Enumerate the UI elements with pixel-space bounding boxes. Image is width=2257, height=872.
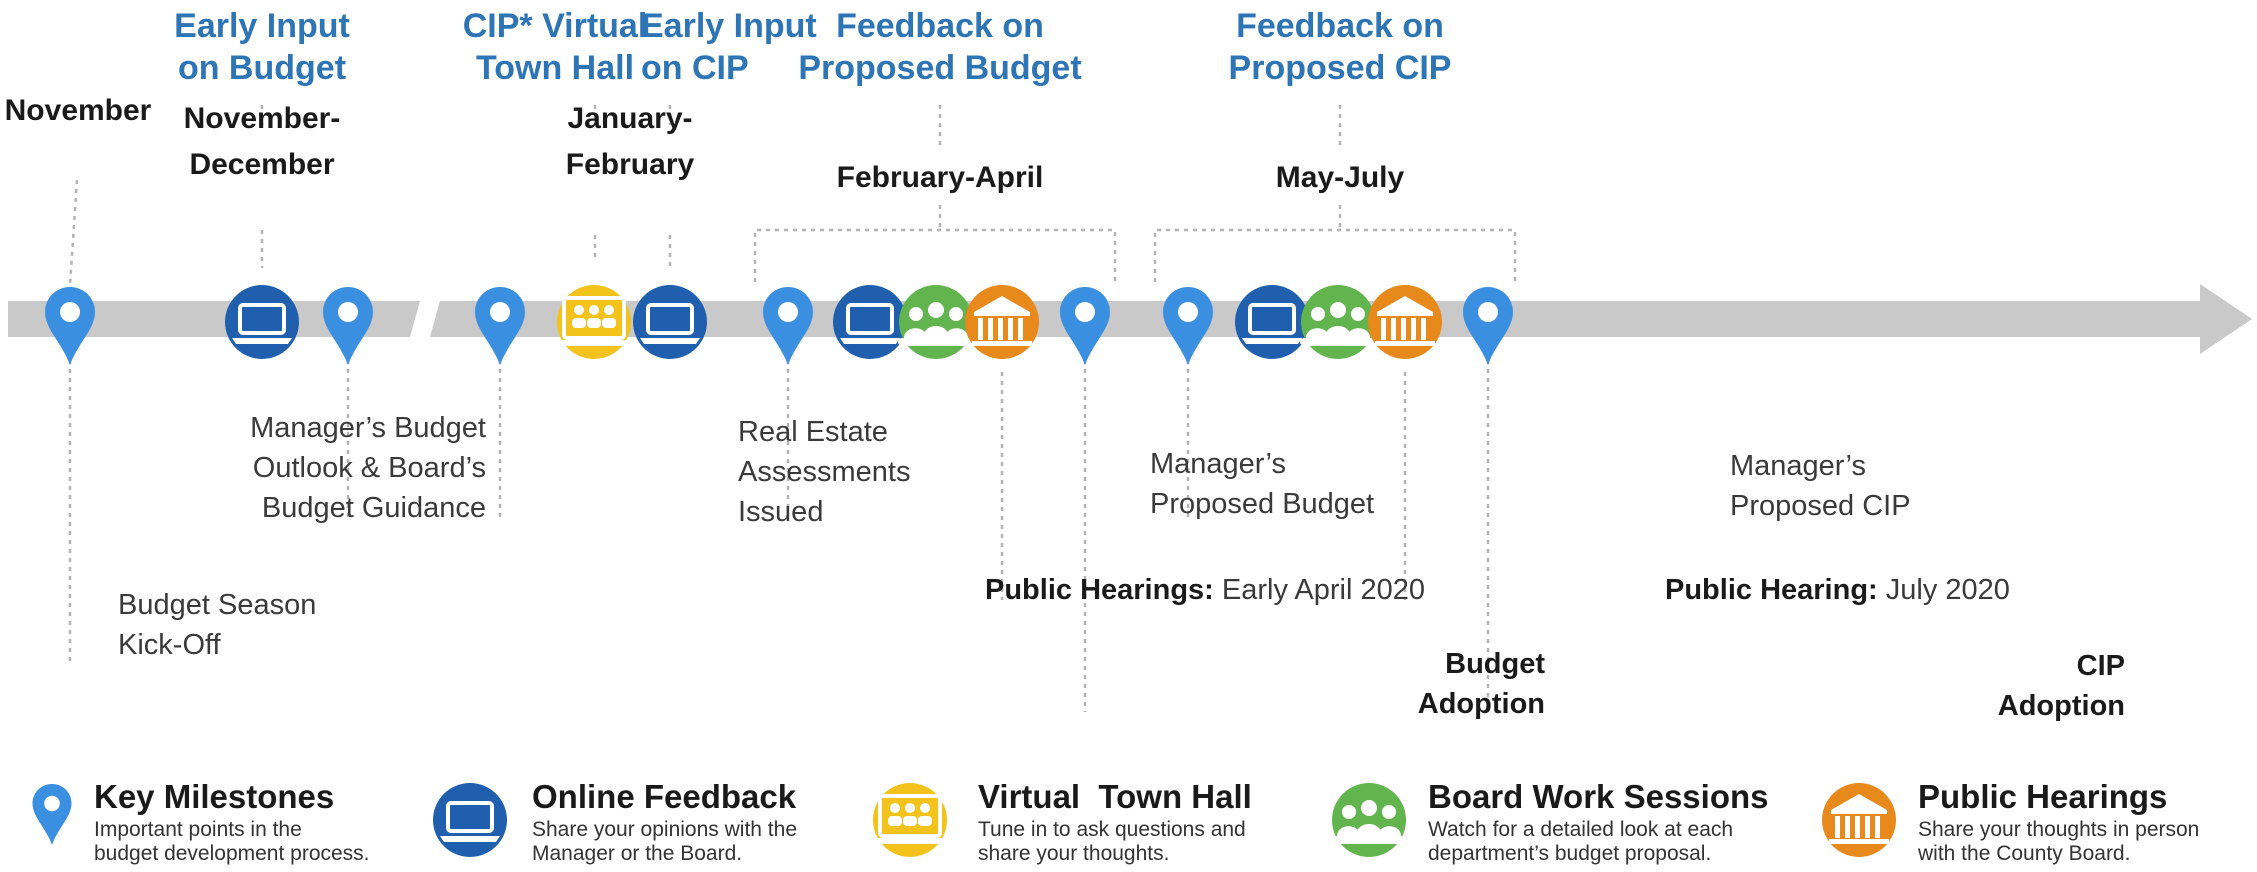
milestone-pin-icon — [1060, 287, 1110, 365]
legend-desc-line: Share your opinions with the — [532, 818, 797, 841]
legend-desc-milestones: Important points in the budget developme… — [94, 818, 370, 866]
period-line: January- — [567, 102, 693, 135]
board-session-icon — [1300, 285, 1376, 359]
title-line: Feedback on — [836, 7, 1044, 45]
legend-desc-line: Manager or the Board. — [532, 842, 743, 865]
title-line: Early Input — [641, 7, 817, 45]
title-line: Feedback on — [1236, 7, 1444, 45]
desc-line: Proposed Budget — [1150, 488, 1375, 520]
desc-public-hearings-budget: Public Hearings: Early April 2020 — [985, 570, 1425, 610]
legend-people-icon — [1331, 783, 1407, 857]
period-line: November- — [183, 102, 341, 135]
legend-desc-line: Share your thoughts in person — [1918, 818, 2200, 841]
legend-pin-icon — [32, 784, 72, 845]
desc-line: Budget Guidance — [261, 492, 486, 524]
desc-line: Issued — [738, 496, 824, 528]
legend-desc-board: Watch for a detailed look at each depart… — [1428, 818, 1733, 866]
desc-line: Assessments — [738, 456, 911, 488]
title-line: CIP* Virtual — [462, 7, 648, 45]
desc-line: Kick-Off — [118, 629, 221, 661]
hearing-label: Public Hearing: — [1665, 574, 1878, 606]
legend-desc-line: Watch for a detailed look at each — [1428, 818, 1734, 841]
milestone-pin-icon — [1163, 287, 1213, 365]
desc-proposed-cip: Manager’s Proposed CIP — [1730, 446, 1911, 526]
desc-line: Manager’s — [1730, 450, 1866, 482]
milestone-pin-icon — [475, 287, 525, 365]
legend-title-milestones: Key Milestones — [94, 778, 335, 815]
legend-desc-line: Tune in to ask questions and — [978, 818, 1246, 841]
period-november: November — [4, 94, 152, 127]
legend-desc-line: budget development process. — [94, 842, 370, 865]
desc-budget-adoption: Budget Adoption — [1360, 644, 1545, 724]
desc-outlook: Manager’s Budget Outlook & Board’s Budge… — [170, 408, 486, 528]
online-feedback-icon — [833, 285, 907, 359]
milestone-pin-icon — [323, 287, 373, 365]
legend-desc-online: Share your opinions with the Manager or … — [532, 818, 797, 866]
title-line: Early Input — [174, 7, 350, 45]
connector-lines — [68, 105, 1517, 712]
adoption-line: Adoption — [1997, 690, 2125, 722]
desc-line: Real Estate — [738, 416, 888, 448]
period-nov-dec: November- December — [162, 96, 362, 188]
desc-line: Manager’s — [1150, 448, 1286, 480]
legend-desc-line: Important points in the — [94, 818, 302, 841]
legend-title-board: Board Work Sessions — [1428, 778, 1769, 815]
desc-line: Manager’s Budget — [250, 412, 486, 444]
title-line: on Budget — [177, 49, 347, 87]
period-feb-apr: February-April — [836, 161, 1044, 194]
legend-laptop-icon — [433, 783, 507, 857]
desc-line: Proposed CIP — [1730, 490, 1911, 522]
adoption-line: CIP — [2076, 650, 2125, 682]
legend-desc-line: department’s budget proposal. — [1428, 842, 1712, 865]
legend-title-online: Online Feedback — [532, 778, 797, 815]
board-session-icon — [898, 285, 974, 359]
legend-title-town-hall: Virtual Town Hall — [978, 778, 1252, 815]
period-line: February — [565, 148, 695, 181]
title-line: Proposed Budget — [798, 49, 1082, 87]
legend-desc-town-hall: Tune in to ask questions and share your … — [978, 818, 1246, 866]
milestone-pin-icon — [1463, 287, 1513, 365]
hearing-label: Public Hearings: — [985, 574, 1214, 606]
online-feedback-icon — [633, 285, 707, 359]
hearing-date: July 2020 — [1877, 574, 2010, 606]
period-jan-feb: January- February — [530, 96, 730, 188]
title-line: Town Hall — [475, 49, 635, 87]
desc-kickoff: Budget Season Kick-Off — [118, 585, 316, 665]
desc-assessments: Real Estate Assessments Issued — [738, 412, 910, 532]
desc-public-hearing-cip: Public Hearing: July 2020 — [1665, 570, 2010, 610]
period-line: December — [189, 148, 335, 181]
public-hearing-icon — [1368, 285, 1442, 359]
adoption-line: Budget — [1445, 648, 1545, 680]
legend-building-icon — [1822, 783, 1896, 857]
legend-title-hearings: Public Hearings — [1918, 778, 2168, 815]
title-line: on CIP — [641, 49, 749, 87]
adoption-line: Adoption — [1417, 688, 1545, 720]
desc-proposed-budget: Manager’s Proposed Budget — [1150, 444, 1374, 524]
legend-desc-line: with the County Board. — [1918, 842, 2131, 865]
online-feedback-icon — [225, 285, 299, 359]
public-hearing-icon — [965, 285, 1039, 359]
period-may-jul: May-July — [1275, 161, 1405, 194]
title-line: Proposed CIP — [1228, 49, 1452, 87]
online-feedback-icon — [1235, 285, 1309, 359]
milestone-pin-icon — [763, 287, 813, 365]
hearing-date: Early April 2020 — [1213, 574, 1425, 606]
desc-line: Budget Season — [118, 589, 317, 621]
legend-desc-hearings: Share your thoughts in person with the C… — [1918, 818, 2199, 866]
legend-desc-line: share your thoughts. — [978, 842, 1170, 865]
milestone-pin-icon — [45, 287, 95, 365]
town-hall-icon — [556, 285, 632, 359]
desc-cip-adoption: CIP Adoption — [1900, 646, 2125, 726]
legend-video-call-icon — [872, 783, 948, 857]
desc-line: Outlook & Board’s — [252, 452, 486, 484]
